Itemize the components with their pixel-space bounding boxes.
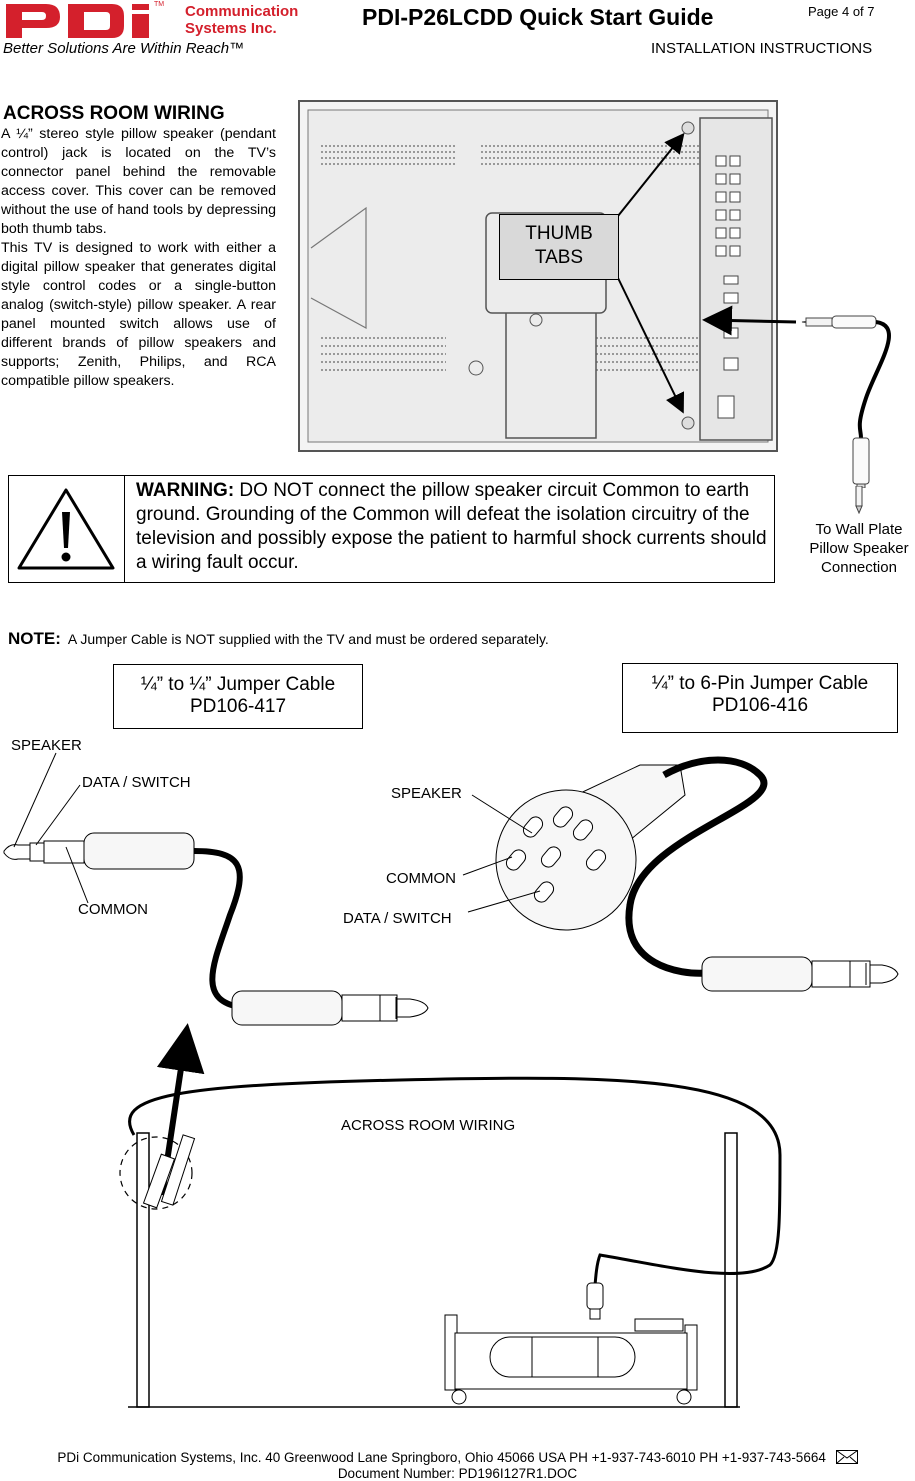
footer-document-number: Document Number: PD196I127R1.DOC — [337, 1466, 578, 1481]
thumb-tabs-line1: THUMB — [525, 223, 593, 244]
quarter-inch-plug-left — [3, 832, 195, 870]
warning-message: DO NOT connect the pillow speaker circui… — [136, 480, 767, 573]
right-data-switch-label: DATA / SWITCH — [343, 910, 452, 927]
wiring-description: A ¼” stereo style pillow speaker (pendan… — [1, 125, 276, 391]
left-data-switch-label: DATA / SWITCH — [82, 774, 191, 791]
footer-address: PDi Communication Systems, Inc. 40 Green… — [0, 1450, 915, 1465]
vent-grille — [321, 145, 701, 371]
wall-plug-tip — [855, 486, 863, 514]
logo-tm: TM — [154, 1, 165, 8]
footer-contact: PDi Communication Systems, Inc. 40 Green… — [57, 1450, 826, 1465]
wiring-paragraph-1: A ¼” stereo style pillow speaker (pendan… — [1, 126, 276, 237]
tv-rear-diagram — [298, 100, 891, 488]
wall-plate-line2: Pillow Speaker — [809, 540, 909, 557]
email-icon — [835, 1450, 858, 1464]
room-wiring-label: ACROSS ROOM WIRING — [341, 1117, 516, 1134]
warning-text: WARNING: DO NOT connect the pillow speak… — [136, 479, 768, 575]
cable-box-quarter-to-6pin: ¼” to 6-Pin Jumper Cable PD106-416 — [622, 663, 898, 733]
wall-plate-line3: Connection — [821, 559, 897, 576]
wiring-heading: ACROSS ROOM WIRING — [3, 103, 225, 124]
note-label: NOTE: — [8, 629, 61, 648]
quarter-inch-plug-right — [701, 956, 899, 992]
company-name-line2: Systems Inc. — [185, 20, 277, 37]
thumb-tabs-line2: TABS — [534, 247, 584, 268]
warning-label: WARNING: — [136, 480, 235, 501]
right-common-label: COMMON — [386, 870, 456, 887]
wall-plate-label: To Wall Plate Pillow Speaker Connection — [800, 520, 915, 577]
warning-triangle-icon — [17, 488, 115, 570]
cable-name: ¼” to 6-Pin Jumper Cable — [651, 673, 869, 694]
cable-name: ¼” to ¼” Jumper Cable — [140, 674, 336, 695]
note: NOTE: A Jumper Cable is NOT supplied wit… — [8, 629, 549, 649]
cable-part-number: PD106-416 — [711, 695, 809, 716]
warning-icon-cell — [9, 476, 125, 582]
document-title: PDI-P26LCDD Quick Start Guide — [362, 4, 714, 30]
room-wiring-diagram — [119, 1023, 782, 1408]
section-title: INSTALLATION INSTRUCTIONS — [651, 40, 873, 57]
right-speaker-label: SPEAKER — [391, 785, 462, 802]
six-pin-connector — [462, 764, 686, 931]
warning-box: WARNING: DO NOT connect the pillow speak… — [8, 475, 775, 583]
jumper-cables-diagram — [3, 752, 899, 1026]
cable-box-quarter-to-quarter: ¼” to ¼” Jumper Cable PD106-417 — [113, 664, 363, 729]
quarter-inch-plug-bottom — [231, 990, 429, 1026]
tagline: Better Solutions Are Within Reach™ — [3, 40, 245, 57]
thumb-tabs-callout: THUMB TABS — [499, 214, 619, 280]
wiring-paragraph-2: This TV is designed to work with either … — [1, 240, 276, 389]
hospital-bed — [444, 1314, 698, 1405]
note-text: A Jumper Cable is NOT supplied with the … — [67, 631, 549, 647]
page-number: Page 4 of 7 — [808, 4, 875, 19]
pdi-logo — [2, 0, 172, 42]
company-name-line1: Communication — [185, 3, 299, 20]
wall-plate-line1: To Wall Plate — [815, 521, 903, 538]
left-common-label: COMMON — [78, 901, 148, 918]
left-speaker-label: SPEAKER — [11, 737, 82, 754]
cable-part-number: PD106-417 — [189, 696, 287, 717]
